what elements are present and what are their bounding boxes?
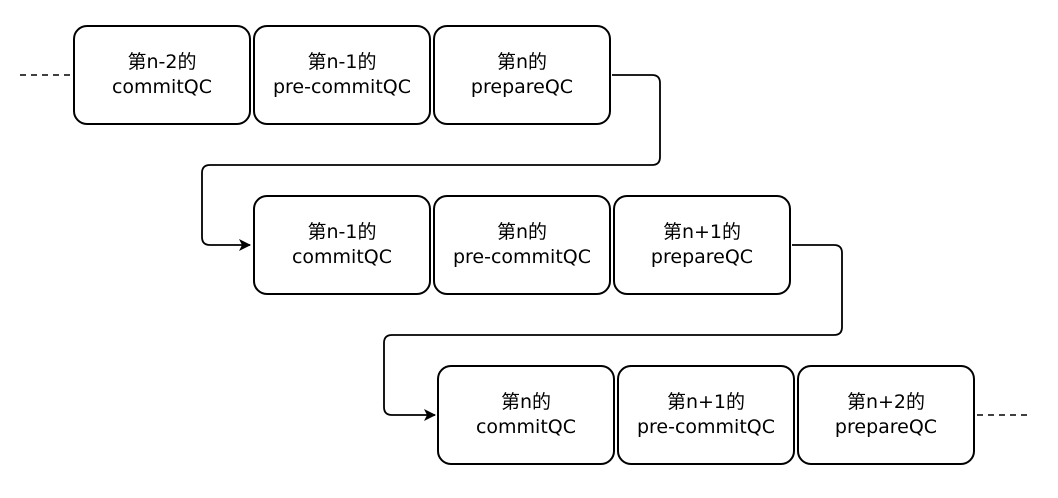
block-title: 第n-2的 [127,51,197,73]
block-row3-commitqc: 第n的 commitQC [437,365,615,465]
block-title: 第n的 [496,221,548,243]
block-row2-precommitqc: 第n的 pre-commitQC [433,195,611,295]
block-subtitle: commitQC [475,416,577,438]
block-title: 第n的 [500,391,552,413]
block-row2-commitqc: 第n-1的 commitQC [253,195,431,295]
block-row3-precommitqc: 第n+1的 pre-commitQC [617,365,795,465]
block-title: 第n-1的 [307,221,377,243]
block-subtitle: commitQC [111,76,213,98]
connector-row2-to-row3 [383,244,843,421]
block-row1-commitqc: 第n-2的 commitQC [73,25,251,125]
block-subtitle: prepareQC [650,246,754,268]
block-title: 第n的 [496,51,548,73]
block-subtitle: prepareQC [834,416,938,438]
block-subtitle: pre-commitQC [272,76,412,98]
block-row1-prepareqc: 第n的 prepareQC [433,25,611,125]
block-subtitle: prepareQC [470,76,574,98]
block-subtitle: pre-commitQC [452,246,592,268]
block-row2-prepareqc: 第n+1的 prepareQC [613,195,791,295]
block-subtitle: commitQC [291,246,393,268]
block-title: 第n+1的 [662,221,742,243]
block-subtitle: pre-commitQC [636,416,776,438]
block-title: 第n+1的 [666,391,746,413]
block-title: 第n-1的 [307,51,377,73]
block-row1-precommitqc: 第n-1的 pre-commitQC [253,25,431,125]
block-title: 第n+2的 [846,391,926,413]
block-row3-prepareqc: 第n+2的 prepareQC [797,365,975,465]
connector-row1-to-row2 [201,74,661,251]
